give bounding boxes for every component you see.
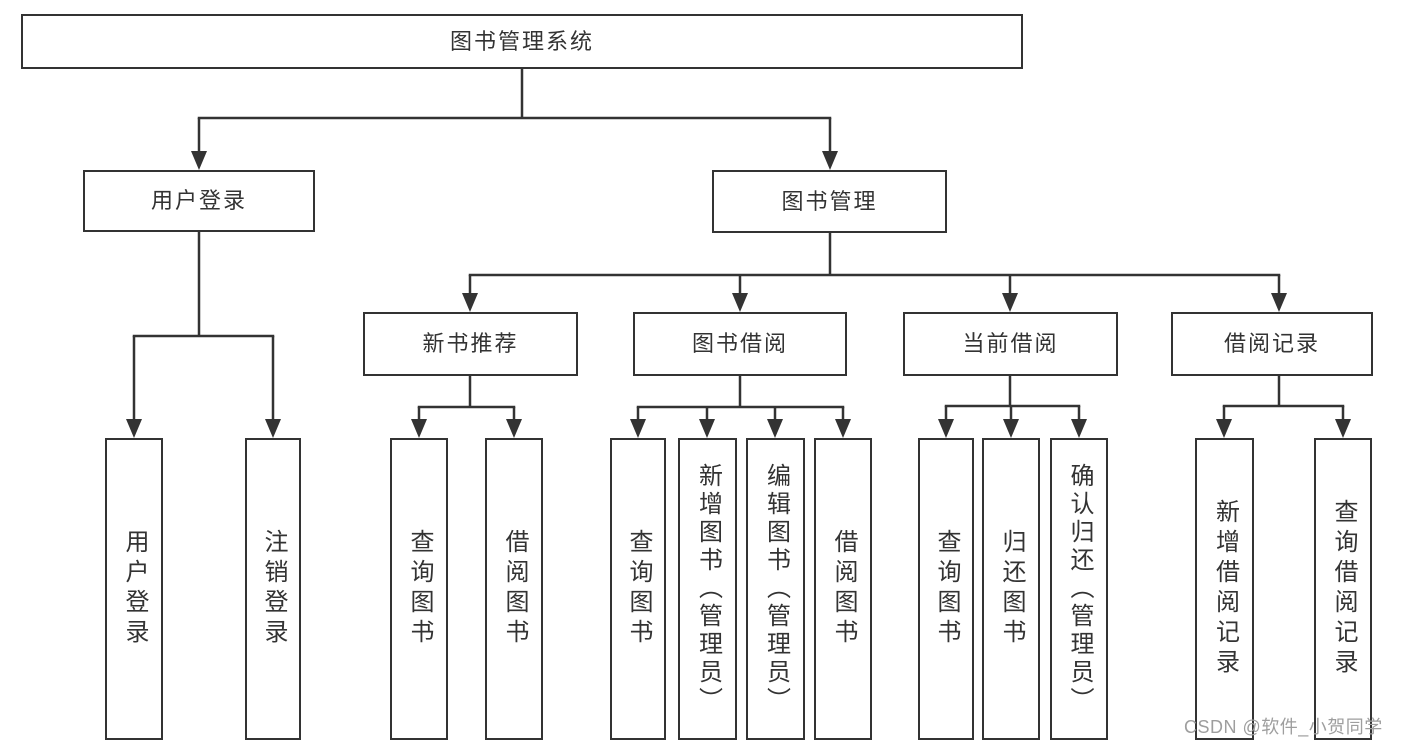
node-book-management: 图书管理 <box>712 170 947 233</box>
leaf-nbr-borrow-books: 借阅图书 <box>485 438 543 740</box>
node-new-book-recommend: 新书推荐 <box>363 312 578 376</box>
leaf-user-login: 用户登录 <box>105 438 163 740</box>
leaf-nbr-query-books: 查询图书 <box>390 438 448 740</box>
node-borrow-records: 借阅记录 <box>1171 312 1373 376</box>
leaf-br-add-record: 新增借阅记录 <box>1195 438 1254 740</box>
leaf-bb-query-books: 查询图书 <box>610 438 666 740</box>
watermark: CSDN @软件_小贺同学 <box>1184 717 1383 737</box>
node-current-borrow: 当前借阅 <box>903 312 1118 376</box>
node-user-login: 用户登录 <box>83 170 315 232</box>
leaf-bb-add-book-admin: 新增图书（管理员） <box>678 438 737 740</box>
leaf-cb-return-books: 归还图书 <box>982 438 1040 740</box>
leaf-br-query-record: 查询借阅记录 <box>1314 438 1372 740</box>
leaf-logout: 注销登录 <box>245 438 301 740</box>
leaf-bb-edit-book-admin: 编辑图书（管理员） <box>746 438 805 740</box>
node-root: 图书管理系统 <box>21 14 1023 69</box>
node-book-borrow: 图书借阅 <box>633 312 847 376</box>
leaf-cb-confirm-return-admin: 确认归还（管理员） <box>1050 438 1108 740</box>
leaf-cb-query-books: 查询图书 <box>918 438 974 740</box>
leaf-bb-borrow-books: 借阅图书 <box>814 438 872 740</box>
